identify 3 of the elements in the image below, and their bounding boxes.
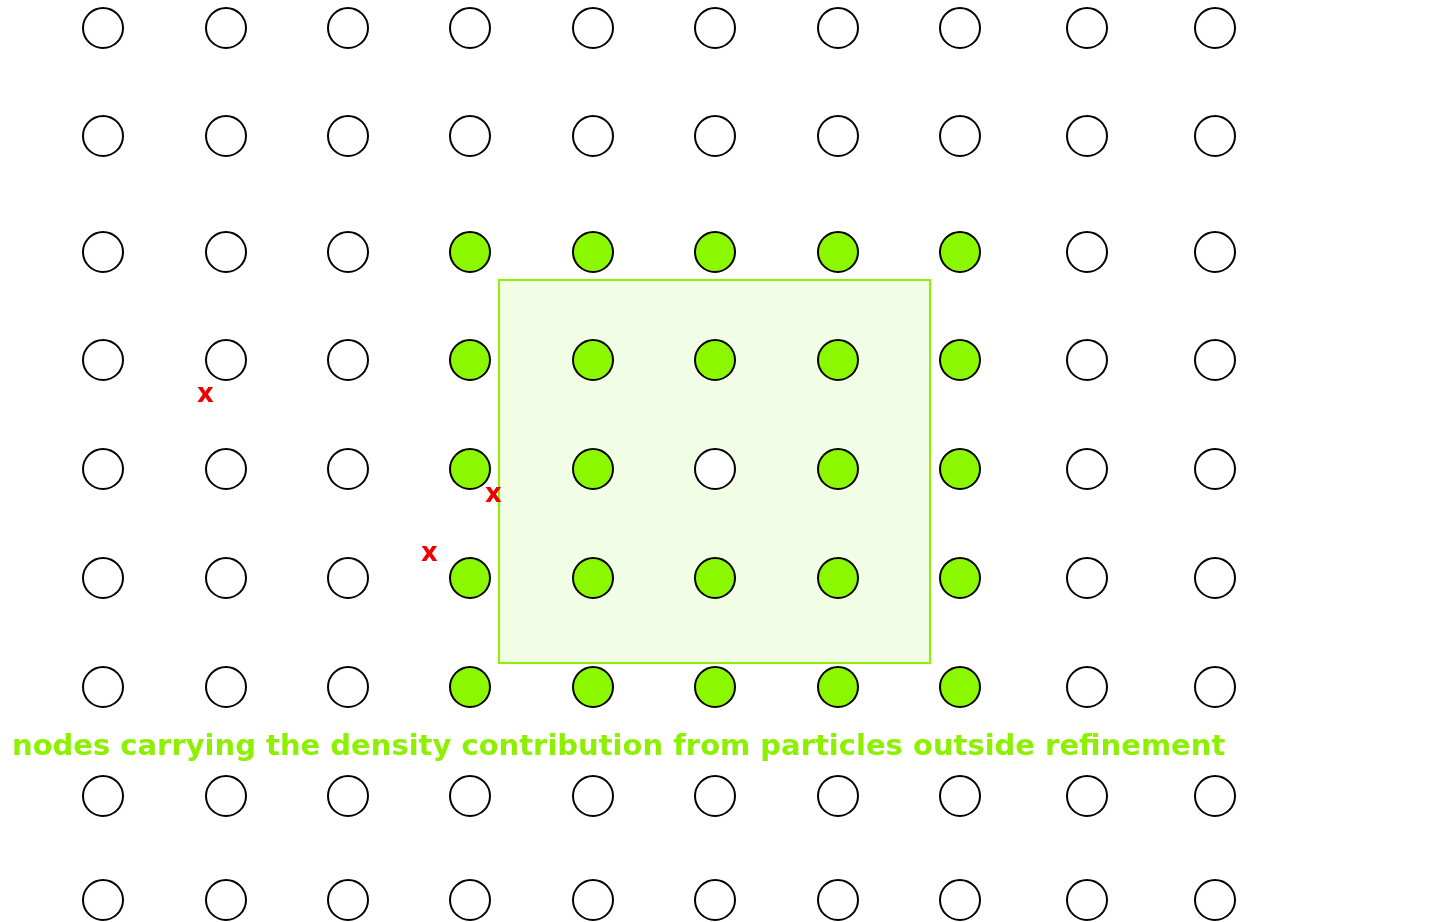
caption-text: nodes carrying the density contribution from particles outside refinement: [12, 731, 1226, 760]
particle-marker: x: [197, 380, 214, 406]
particle-marker: x: [421, 539, 438, 565]
